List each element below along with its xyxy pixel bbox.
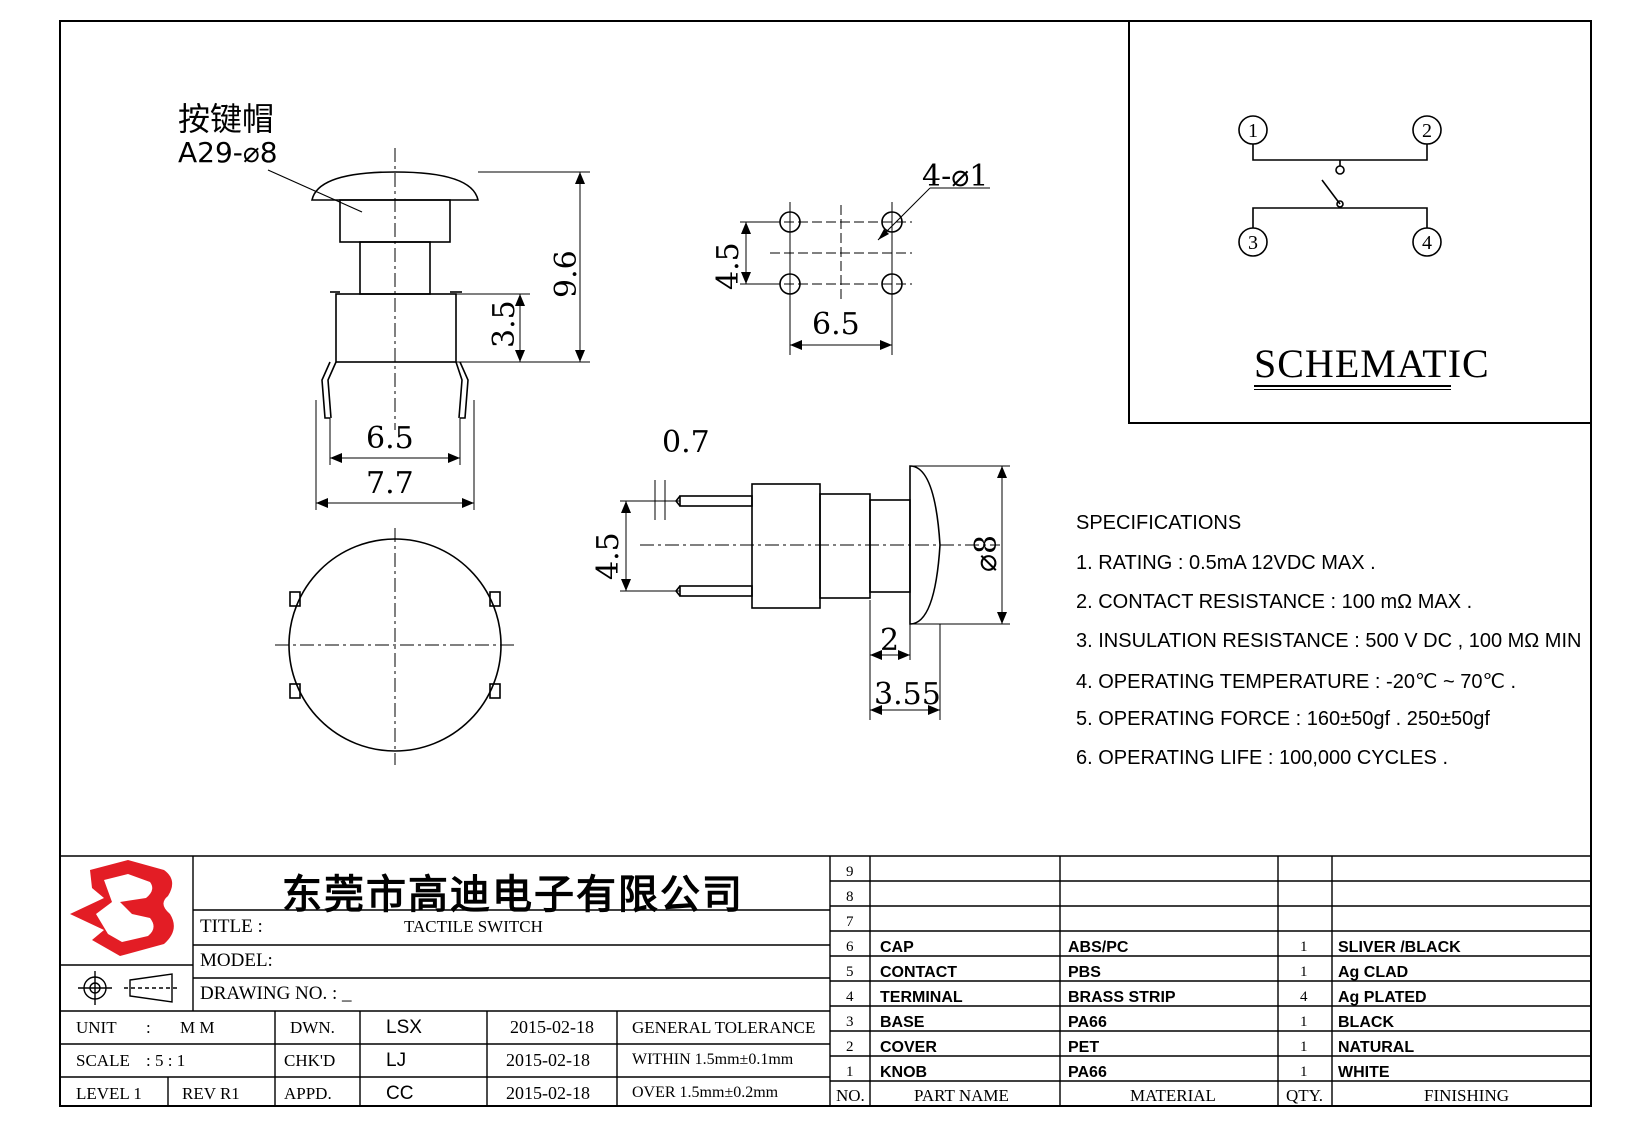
bom-cell-part: COVER	[880, 1039, 937, 1056]
pin-1: 1	[1248, 120, 1258, 142]
dwn-date: 2015-02-18	[510, 1017, 594, 1037]
bom-cell-qty: 1	[1300, 1014, 1308, 1030]
bom-cell-finishing: NATURAL	[1338, 1039, 1415, 1056]
tolerance-within: WITHIN 1.5mm±0.1mm	[632, 1051, 794, 1068]
bom-cell-part: KNOB	[880, 1064, 928, 1081]
bom-cell-material: ABS/PC	[1068, 939, 1129, 956]
bom-cell-finishing: Ag CLAD	[1338, 964, 1409, 981]
spec-item: 4. OPERATING TEMPERATURE : -20℃ ~ 70℃ .	[1076, 671, 1517, 693]
bom-header-part: PART NAME	[914, 1086, 1009, 1105]
dim-hole-note: 4-⌀1	[922, 159, 988, 194]
spec-item: 6. OPERATING LIFE : 100,000 CYCLES .	[1076, 747, 1449, 769]
bom-cell-qty: 1	[1300, 1039, 1308, 1055]
dwn-label: DWN.	[290, 1018, 335, 1037]
bom-cell-no: 7	[846, 914, 854, 930]
bom-cell-no: 2	[846, 1039, 854, 1055]
bom-cell-finishing: WHITE	[1338, 1064, 1390, 1081]
pin-2: 2	[1422, 120, 1432, 142]
dim-pin-span-inner: 6.5	[366, 421, 414, 456]
unit-colon: :	[146, 1018, 151, 1037]
scale-label: SCALE	[76, 1051, 130, 1070]
bom-header-finishing: FINISHING	[1424, 1086, 1509, 1105]
bom-cell-qty: 4	[1300, 989, 1308, 1005]
bom-cell-part: BASE	[880, 1014, 925, 1031]
bom-cell-material: BRASS STRIP	[1068, 989, 1176, 1006]
tolerance-title: GENERAL TOLERANCE	[632, 1018, 816, 1037]
drawing-frame	[59, 20, 1592, 1107]
schematic-underline	[1254, 385, 1451, 387]
dim-cap-thk: 2	[880, 623, 899, 658]
chk-date: 2015-02-18	[506, 1050, 590, 1070]
keycap-label-cn: 按键帽	[178, 100, 275, 138]
company-name: 东莞市高迪电子有限公司	[282, 872, 744, 918]
appd-name: CC	[386, 1083, 414, 1104]
spec-item: 2. CONTACT RESISTANCE : 100 mΩ MAX .	[1076, 591, 1473, 613]
bom-cell-no: 5	[846, 964, 854, 980]
bom-cell-finishing: Ag PLATED	[1338, 989, 1427, 1006]
dim-pin-pitch: 4.5	[591, 532, 626, 580]
bom-cell-no: 1	[846, 1064, 854, 1080]
bom-cell-qty: 1	[1300, 964, 1308, 980]
bom-cell-qty: 1	[1300, 1064, 1308, 1080]
keycap-code: A29-⌀8	[178, 136, 278, 169]
tolerance-over: OVER 1.5mm±0.2mm	[632, 1084, 779, 1101]
schematic-title: SCHEMATIC	[1254, 341, 1490, 386]
bom-cell-no: 3	[846, 1014, 854, 1030]
appd-label: APPD.	[284, 1084, 332, 1103]
dim-hole-pitch-v: 4.5	[711, 242, 746, 290]
bom-cell-part: TERMINAL	[880, 989, 963, 1006]
rev-label: REV R1	[182, 1084, 240, 1103]
dim-cap-dia: ⌀8	[969, 535, 1004, 572]
dim-pin-width: 0.7	[662, 425, 710, 460]
spec-heading: SPECIFICATIONS	[1076, 512, 1242, 534]
appd-date: 2015-02-18	[506, 1083, 590, 1103]
bom-cell-finishing: BLACK	[1338, 1014, 1394, 1031]
bom-cell-material: PA66	[1068, 1014, 1107, 1031]
pin-3: 3	[1248, 232, 1258, 254]
dwn-name: LSX	[386, 1017, 422, 1038]
company-logo	[70, 860, 174, 956]
dim-pin-span-outer: 7.7	[366, 466, 414, 501]
scale-value: : 5 : 1	[146, 1051, 186, 1070]
pin-4: 4	[1422, 232, 1432, 254]
bom-cell-part: CAP	[880, 939, 914, 956]
bom-cell-material: PBS	[1068, 964, 1101, 981]
bom-cell-finishing: SLIVER /BLACK	[1338, 939, 1461, 956]
dim-hole-pitch-h: 6.5	[812, 307, 860, 342]
bom-header-material: MATERIAL	[1130, 1086, 1216, 1105]
title-value: TACTILE SWITCH	[404, 917, 543, 936]
spec-item: 1. RATING : 0.5mA 12VDC MAX .	[1076, 552, 1376, 574]
bom-header-no: NO.	[836, 1086, 865, 1105]
unit-value: M M	[180, 1018, 215, 1037]
dim-height-total: 9.6	[549, 250, 584, 298]
bom-cell-no: 4	[846, 989, 854, 1005]
unit-label: UNIT	[76, 1018, 117, 1037]
bom-cell-material: PA66	[1068, 1064, 1107, 1081]
title-label: TITLE :	[200, 916, 263, 937]
spec-item: 3. INSULATION RESISTANCE : 500 V DC , 10…	[1076, 630, 1582, 652]
bom-cell-qty: 1	[1300, 939, 1308, 955]
dim-cap-offset: 3.55	[874, 677, 941, 712]
level-label: LEVEL 1	[76, 1084, 142, 1103]
drawing-no-label: DRAWING NO. : _	[200, 983, 352, 1004]
schematic-box	[1128, 20, 1592, 424]
keycap-outline	[311, 171, 479, 201]
model-label: MODEL:	[200, 950, 273, 971]
bom-cell-material: PET	[1068, 1039, 1100, 1056]
spec-item: 5. OPERATING FORCE : 160±50gf . 250±50gf	[1076, 708, 1490, 730]
bom-cell-no: 8	[846, 889, 854, 905]
bom-header-qty: QTY.	[1286, 1086, 1323, 1105]
dim-body-height: 3.5	[487, 300, 522, 348]
schematic-underline-2	[1254, 389, 1451, 390]
chk-name: LJ	[386, 1050, 407, 1071]
bom-cell-no: 9	[846, 864, 854, 880]
bom-cell-part: CONTACT	[880, 964, 958, 981]
bom-cell-no: 6	[846, 939, 854, 955]
chk-label: CHK'D	[284, 1051, 336, 1070]
